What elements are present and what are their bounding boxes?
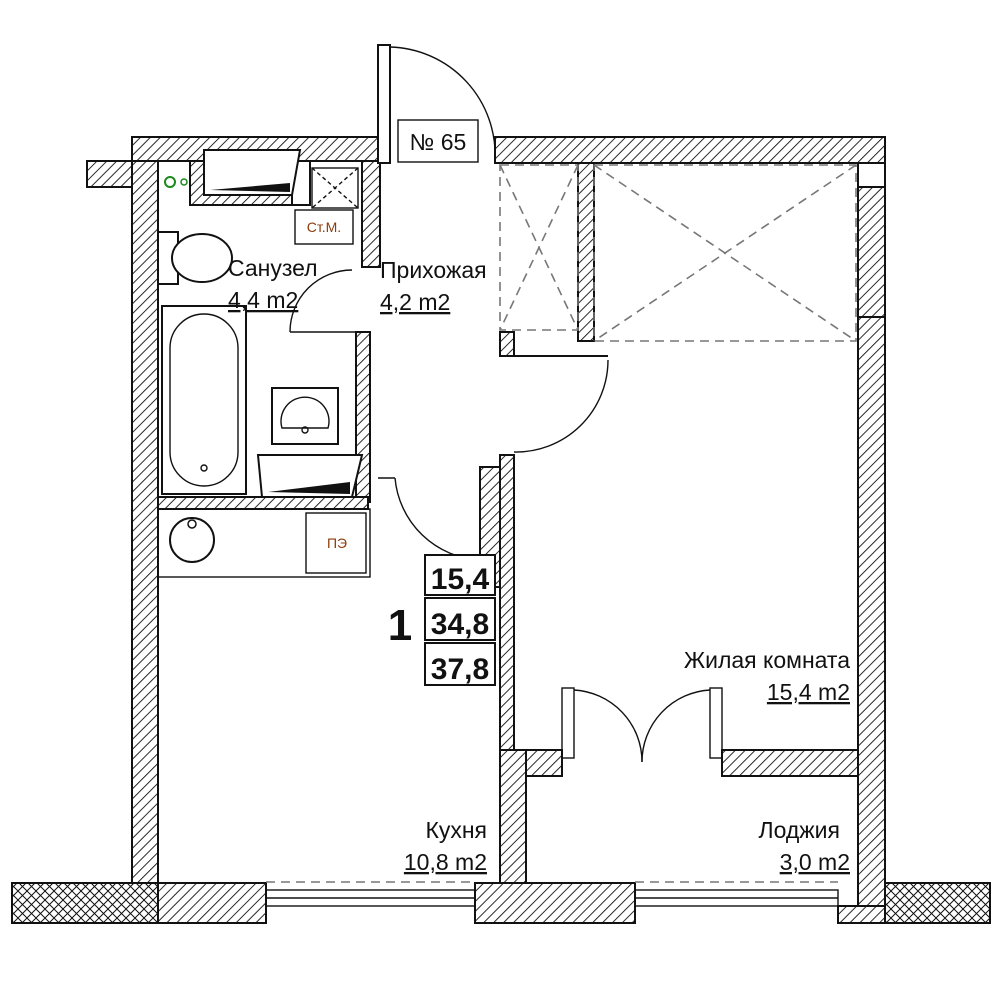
living-name: Жилая комната xyxy=(684,647,850,673)
hallway-area: 4,2 m2 xyxy=(380,289,450,315)
living-total-area-box: 34,8 xyxy=(431,608,489,641)
rooms-count: 1 xyxy=(388,601,412,650)
kitchen-area: 10,8 m2 xyxy=(404,849,487,875)
riser-tag: Ст.М. xyxy=(307,219,341,235)
living-area-box: 15,4 xyxy=(431,563,490,596)
loggia-area: 3,0 m2 xyxy=(780,849,850,875)
fixtures xyxy=(157,119,496,686)
doors xyxy=(289,44,723,763)
living-area: 15,4 m2 xyxy=(767,679,850,705)
walls xyxy=(11,136,991,924)
hallway-name: Прихожая xyxy=(380,257,487,283)
total-area-box: 37,8 xyxy=(431,653,489,686)
labels: № 65 Ст.М. ПЭ Санузел 4,4 m2 Прихожая 4,… xyxy=(228,129,850,875)
bathroom-area: 4,4 m2 xyxy=(228,287,298,313)
bathroom-name: Санузел xyxy=(228,255,318,281)
apartment-number: № 65 xyxy=(410,129,467,155)
stove-tag: ПЭ xyxy=(327,535,347,551)
kitchen-name: Кухня xyxy=(425,817,487,843)
dashed-zones xyxy=(311,164,857,342)
loggia-name: Лоджия xyxy=(759,817,841,843)
